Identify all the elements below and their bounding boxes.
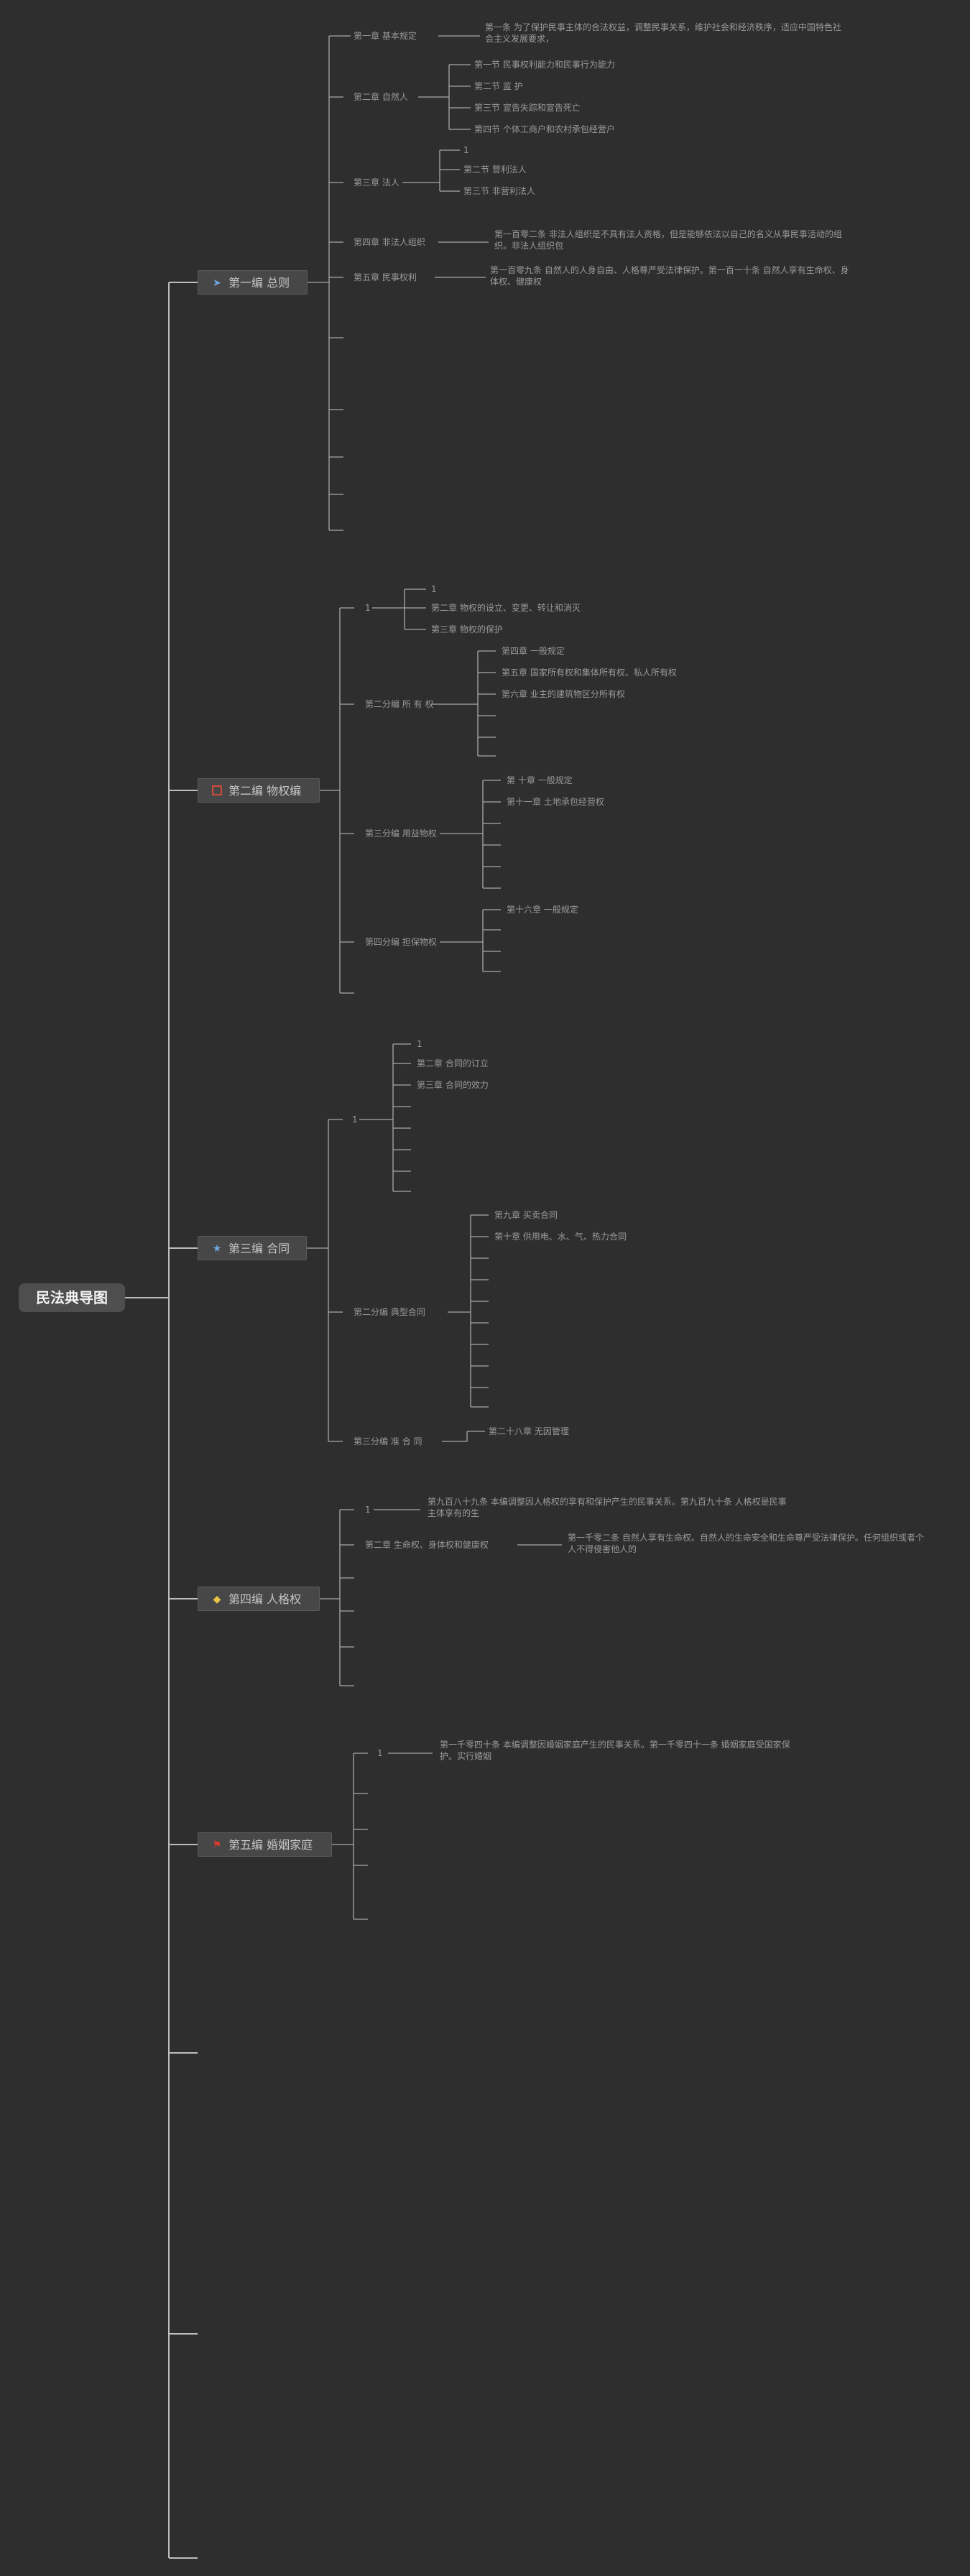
b2-group-1[interactable]: 1: [365, 603, 371, 613]
b1-chapter-5[interactable]: 第五章 民事权利: [354, 272, 417, 282]
b1-chapter-4[interactable]: 第四章 非法人组织: [354, 237, 425, 247]
b3-group-1[interactable]: 1: [352, 1114, 358, 1125]
b2-group-4[interactable]: 第四分编 担保物权: [365, 937, 437, 947]
b3-g1-item[interactable]: 第二章 合同的订立: [417, 1058, 489, 1068]
b2-g1-item[interactable]: 1: [431, 584, 437, 594]
branch-marriage[interactable]: ⚑ 第五编 婚姻家庭: [198, 1832, 332, 1857]
red-flag-icon: ⚑: [212, 1839, 222, 1851]
b1-chapter-2[interactable]: 第二章 自然人: [354, 92, 408, 102]
b3-g3-item[interactable]: 第二十八章 无因管理: [489, 1426, 569, 1436]
branch-contract[interactable]: ★ 第三编 合同: [198, 1236, 307, 1260]
b3-g2-item[interactable]: 第九章 买卖合同: [494, 1210, 558, 1220]
b2-g2-item[interactable]: 第六章 业主的建筑物区分所有权: [502, 689, 625, 699]
branch-property[interactable]: 第二编 物权编: [198, 778, 320, 803]
branch-general-label: 第一编 总则: [228, 276, 290, 290]
b2-g3-item[interactable]: 第十一章 土地承包经营权: [507, 797, 604, 807]
b2-group-2[interactable]: 第二分编 所 有 权: [365, 699, 434, 709]
b2-g4-item[interactable]: 第十六章 一般规定: [507, 905, 578, 915]
root-node[interactable]: 民法典导图: [19, 1283, 125, 1312]
b1-ch2-section[interactable]: 第三节 宣告失踪和宣告死亡: [474, 103, 581, 113]
star-icon: ★: [212, 1243, 222, 1255]
b1-ch2-section[interactable]: 第四节 个体工商户和农村承包经营户: [474, 124, 615, 134]
red-square-icon: [211, 785, 223, 797]
b3-g2-item[interactable]: 第十章 供用电、水、气、热力合同: [494, 1232, 627, 1242]
branch-marriage-label: 第五编 婚姻家庭: [228, 1838, 313, 1852]
b3-group-2[interactable]: 第二分编 典型合同: [354, 1307, 425, 1317]
b4-group-2[interactable]: 第二章 生命权、身体权和健康权: [365, 1540, 489, 1550]
b3-g1-item[interactable]: 1: [417, 1039, 422, 1049]
diamond-icon: ◆: [213, 1594, 221, 1605]
branch-general[interactable]: ➤ 第一编 总则: [198, 270, 308, 295]
b2-g1-item[interactable]: 第二章 物权的设立、变更、转让和消灭: [431, 603, 581, 613]
b1-chapter-4-note: 第一百零二条 非法人组织是不具有法人资格，但是能够依法以自己的名义从事民事活动的…: [494, 229, 842, 251]
b1-ch3-section[interactable]: 第二节 营利法人: [463, 165, 527, 175]
branch-personality[interactable]: ◆ 第四编 人格权: [198, 1587, 320, 1611]
b4-group-1[interactable]: 1: [365, 1505, 371, 1515]
b2-group-3[interactable]: 第三分编 用益物权: [365, 828, 437, 839]
b1-chapter-1-note: 第一条 为了保护民事主体的合法权益，调整民事关系，维护社会和经济秩序，适应中国特…: [485, 22, 841, 44]
b1-ch2-section[interactable]: 第一节 民事权利能力和民事行为能力: [474, 60, 615, 70]
b5-group-1[interactable]: 1: [377, 1748, 383, 1758]
b1-chapter-1[interactable]: 第一章 基本规定: [354, 31, 417, 41]
b1-ch3-section[interactable]: 1: [463, 145, 469, 155]
branch-contract-label: 第三编 合同: [228, 1242, 290, 1255]
b2-g3-item[interactable]: 第 十章 一般规定: [507, 775, 573, 785]
paper-plane-icon: ➤: [213, 277, 221, 289]
b2-g2-item[interactable]: 第五章 国家所有权和集体所有权、私人所有权: [502, 668, 677, 678]
b4-group-2-note: 第一千零二条 自然人享有生命权。自然人的生命安全和生命尊严受法律保护。任何组织或…: [568, 1533, 924, 1554]
b2-g1-item[interactable]: 第三章 物权的保护: [431, 624, 503, 634]
b1-ch3-section[interactable]: 第三节 非营利法人: [463, 186, 535, 196]
b3-g1-item[interactable]: 第三章 合同的效力: [417, 1080, 489, 1090]
b1-ch2-section[interactable]: 第二节 监 护: [474, 81, 523, 91]
root-title: 民法典导图: [36, 1289, 108, 1306]
b2-g2-item[interactable]: 第四章 一般规定: [502, 646, 565, 656]
branch-personality-label: 第四编 人格权: [228, 1592, 302, 1606]
b1-chapter-3[interactable]: 第三章 法人: [354, 177, 399, 188]
b1-chapter-5-note: 第一百零九条 自然人的人身自由、人格尊严受法律保护。第一百一十条 自然人享有生命…: [490, 265, 849, 287]
b5-group-1-note: 第一千零四十条 本编调整因婚姻家庭产生的民事关系。第一千零四十一条 婚姻家庭受国…: [440, 1740, 790, 1761]
b3-group-3[interactable]: 第三分编 准 合 同: [354, 1436, 422, 1446]
b4-group-1-note: 第九百八十九条 本编调整因人格权的享有和保护产生的民事关系。第九百九十条 人格权…: [428, 1497, 787, 1518]
branch-property-label: 第二编 物权编: [228, 784, 302, 798]
